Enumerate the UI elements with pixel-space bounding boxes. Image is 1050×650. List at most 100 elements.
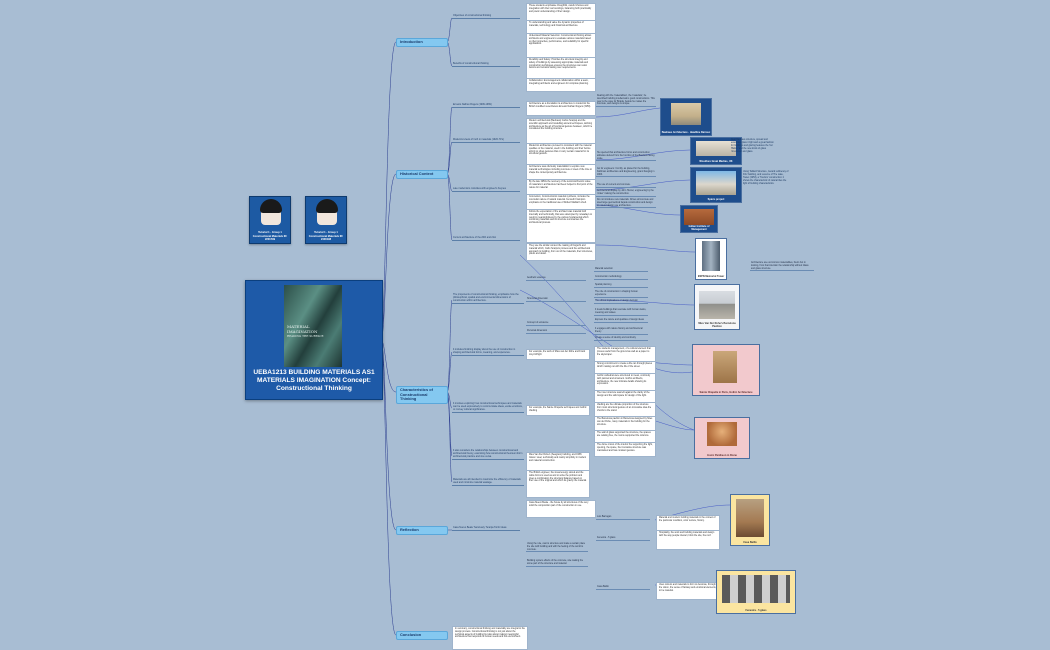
hist-image[interactable]: Indian Institute of Management <box>680 205 718 233</box>
hist-note: He rejected that architecture forms and … <box>596 152 656 162</box>
refl-item-text: Hospitality, the work and building mater… <box>656 530 720 550</box>
char-leaf: Gothic cathedral were structured to mean… <box>594 373 656 391</box>
building-photo <box>671 103 701 125</box>
char-sub[interactable]: It involves exploring how constructional… <box>452 402 524 413</box>
hist-note: Dealing with the 'materialities', the 'm… <box>596 95 656 108</box>
hist-leaf[interactable]: Modern architectural (Bauhaus) Carlos Sc… <box>526 118 596 144</box>
hist-sub[interactable]: Late modernism coincides with engineer's… <box>452 187 520 192</box>
hist-side-note: Real Bauhaus structure, spread and examp… <box>731 139 774 153</box>
image-label: Sainte Chapelle in Paris, Gothic Archite… <box>699 391 753 394</box>
char-image[interactable]: Mies Van Der Rohe's Barcelona Pavilion <box>694 284 740 330</box>
char-leaf: Material selection <box>594 268 648 272</box>
refl-item-label[interactable]: Casa Batllo <box>596 586 650 590</box>
building-photo <box>707 422 737 446</box>
char-leaf: It engages with nature history and archi… <box>594 328 648 335</box>
refl-item-label[interactable]: Luis Barragan <box>596 516 650 520</box>
author-caption: Tutorial 1 - Group 1 Constructional Mate… <box>252 231 288 241</box>
hist-leaf[interactable]: By the late 1950s the recovery of the te… <box>526 179 596 195</box>
building-photo <box>702 241 720 271</box>
char-leaf: Create a sense of identity and continuit… <box>594 337 648 341</box>
refl-leaf[interactable]: Casa Nuevo Beale - the house by all stru… <box>526 500 596 518</box>
hist-side-note: Using Taillard Structure, Gerard Lubbeno… <box>743 171 789 185</box>
hist-sub[interactable]: Ernesto Nathan Rogers (1909-1969) <box>452 103 520 108</box>
intro-sub[interactable]: Objectives of constructional thinking <box>452 14 520 19</box>
hist-leaf[interactable]: Concretism, Constructionist material syn… <box>526 194 596 210</box>
branch-conclusion[interactable]: Conclusion <box>396 631 448 640</box>
refl-item-label[interactable]: Fenestra - 5 glass <box>596 537 650 541</box>
char-leaf: Express the nature and qualities of desi… <box>594 319 648 323</box>
image-label: Casa Batllo <box>743 541 757 544</box>
char-leaf: The Barcelona pavilion in Barcelona desi… <box>594 416 656 431</box>
image-label: Indian Institute of Management <box>688 225 710 231</box>
author-card: Tutorial 1 - Group 1 Constructional Mate… <box>305 196 347 244</box>
char-leaf: Vaulting are the ultimate proportion of … <box>594 402 656 417</box>
image-label: Fenestra - 5 glass <box>745 609 767 612</box>
char-mid[interactable]: Concept of existence <box>526 322 586 326</box>
char-sub[interactable]: It includes finishing display about the … <box>452 348 524 356</box>
char-leaf: Spatial planning <box>594 284 648 288</box>
hist-sub[interactable]: Modernist views of truth in materials (1… <box>452 138 520 143</box>
hist-leaf[interactable]: Architecture as a foundation to architec… <box>526 101 596 116</box>
refl-image[interactable]: Fenestra - 5 glass <box>716 570 796 614</box>
hist-image[interactable]: ESPN Memorial Tower <box>695 238 727 280</box>
hist-note: Architecture use uncommon materialities,… <box>750 262 814 272</box>
branch-introduction[interactable]: Introduction <box>396 38 448 47</box>
image-label: Mies Van Der Rohe's Barcelona Pavilion <box>698 322 736 328</box>
intro-sub[interactable]: Benefits of constructional thinking <box>452 62 520 67</box>
refl-leaf[interactable]: Using the rule, cast to structure and ma… <box>526 543 588 553</box>
char-mid[interactable]: For example, the Sainte Chapelle techniq… <box>526 405 590 416</box>
refl-sub[interactable]: Casa Nuevo Beale 'Sanctuary' Scarpa Tomb… <box>452 526 520 531</box>
hist-note: Do not introduce new materials. Drives a… <box>596 199 656 209</box>
hist-leaf[interactable]: Modernist architecture pursued to consis… <box>526 143 596 165</box>
intro-leaf[interactable]: To understanding and value the dynamic p… <box>526 20 596 34</box>
char-image[interactable]: Iconic Pantheon in Rome <box>694 417 750 459</box>
char-sub[interactable]: The proponents of constructional thinkin… <box>452 293 524 304</box>
refl-image[interactable]: Casa Batllo <box>730 494 770 546</box>
hist-note: The use of cement and concrete. <box>596 184 656 188</box>
building-photo <box>699 291 735 319</box>
hist-leaf[interactable]: They use the similar context the making … <box>526 243 596 261</box>
building-photo <box>696 141 736 156</box>
char-mid[interactable]: Aesthetic essence <box>526 277 586 281</box>
char-leaf: The British engineer, the visual energy … <box>526 470 590 498</box>
char-sub[interactable]: Materials are all intended to maximize t… <box>452 478 524 486</box>
building-photo <box>736 499 764 537</box>
branch-historical-context[interactable]: Historical Context <box>396 170 448 179</box>
refl-item-text: Material and modern building materials i… <box>656 515 720 531</box>
image-label: Spiers project <box>707 198 725 201</box>
char-mid[interactable]: For example, the work of Mies van der Ro… <box>526 349 590 360</box>
hist-leaf[interactable]: Architecture was obviously materialistic… <box>526 164 596 180</box>
hist-leaf[interactable]: Follow the expectation of the architect … <box>526 209 596 243</box>
branch-reflection[interactable]: Reflection <box>396 526 448 535</box>
refl-item-text: Uses colours and materials to form to de… <box>656 582 720 600</box>
intro-leaf[interactable]: Understand Material Selection: Construct… <box>526 33 596 58</box>
char-leaf: The ethical implications of design decis… <box>594 300 648 304</box>
image-label: Woodlore Great Madras, UK <box>699 160 733 163</box>
char-image[interactable]: Sainte Chapelle in Paris, Gothic Archite… <box>692 344 760 396</box>
hist-image[interactable]: Bauhaus Architecture - Headline Darrasc <box>660 98 712 136</box>
hist-note: Architectural display by John Hunter, en… <box>596 190 656 197</box>
hist-sub[interactable]: Current architecture of the 20th and 21s… <box>452 236 520 241</box>
char-sub[interactable]: It also considers the relationships betw… <box>452 449 524 460</box>
building-photo <box>722 575 790 603</box>
intro-leaf[interactable]: Collaboration: Encouragement collaborati… <box>526 78 596 92</box>
branch-characteristics[interactable]: Characteristics of Constructional Thinki… <box>396 386 448 404</box>
author-caption: Tutorial 1 - Group 1 Constructional Mate… <box>308 231 344 241</box>
char-leaf: The role of construction in shaping huma… <box>594 291 648 298</box>
author-photo <box>260 199 282 225</box>
hist-image[interactable]: Spiers project <box>690 167 742 203</box>
author-photo <box>316 199 338 225</box>
char-mid[interactable]: Personal dimension <box>526 330 586 334</box>
refl-leaf[interactable]: Building system effects of the concrete,… <box>526 560 588 567</box>
cover-subtitle: READING THE SURFACE <box>287 334 324 339</box>
intro-leaf[interactable]: These students emphasise thoughtful, car… <box>526 3 596 21</box>
char-mid[interactable]: Structural dimension <box>526 298 586 302</box>
conclusion-leaf[interactable]: In summary, constructional thinking and … <box>452 626 528 650</box>
hist-image[interactable]: Woodlore Great Madras, UK <box>690 137 742 165</box>
intro-leaf[interactable]: Durability and Safety: Priorities the st… <box>526 57 596 79</box>
image-label: Bauhaus Architecture - Headline Darrasc <box>661 131 711 134</box>
